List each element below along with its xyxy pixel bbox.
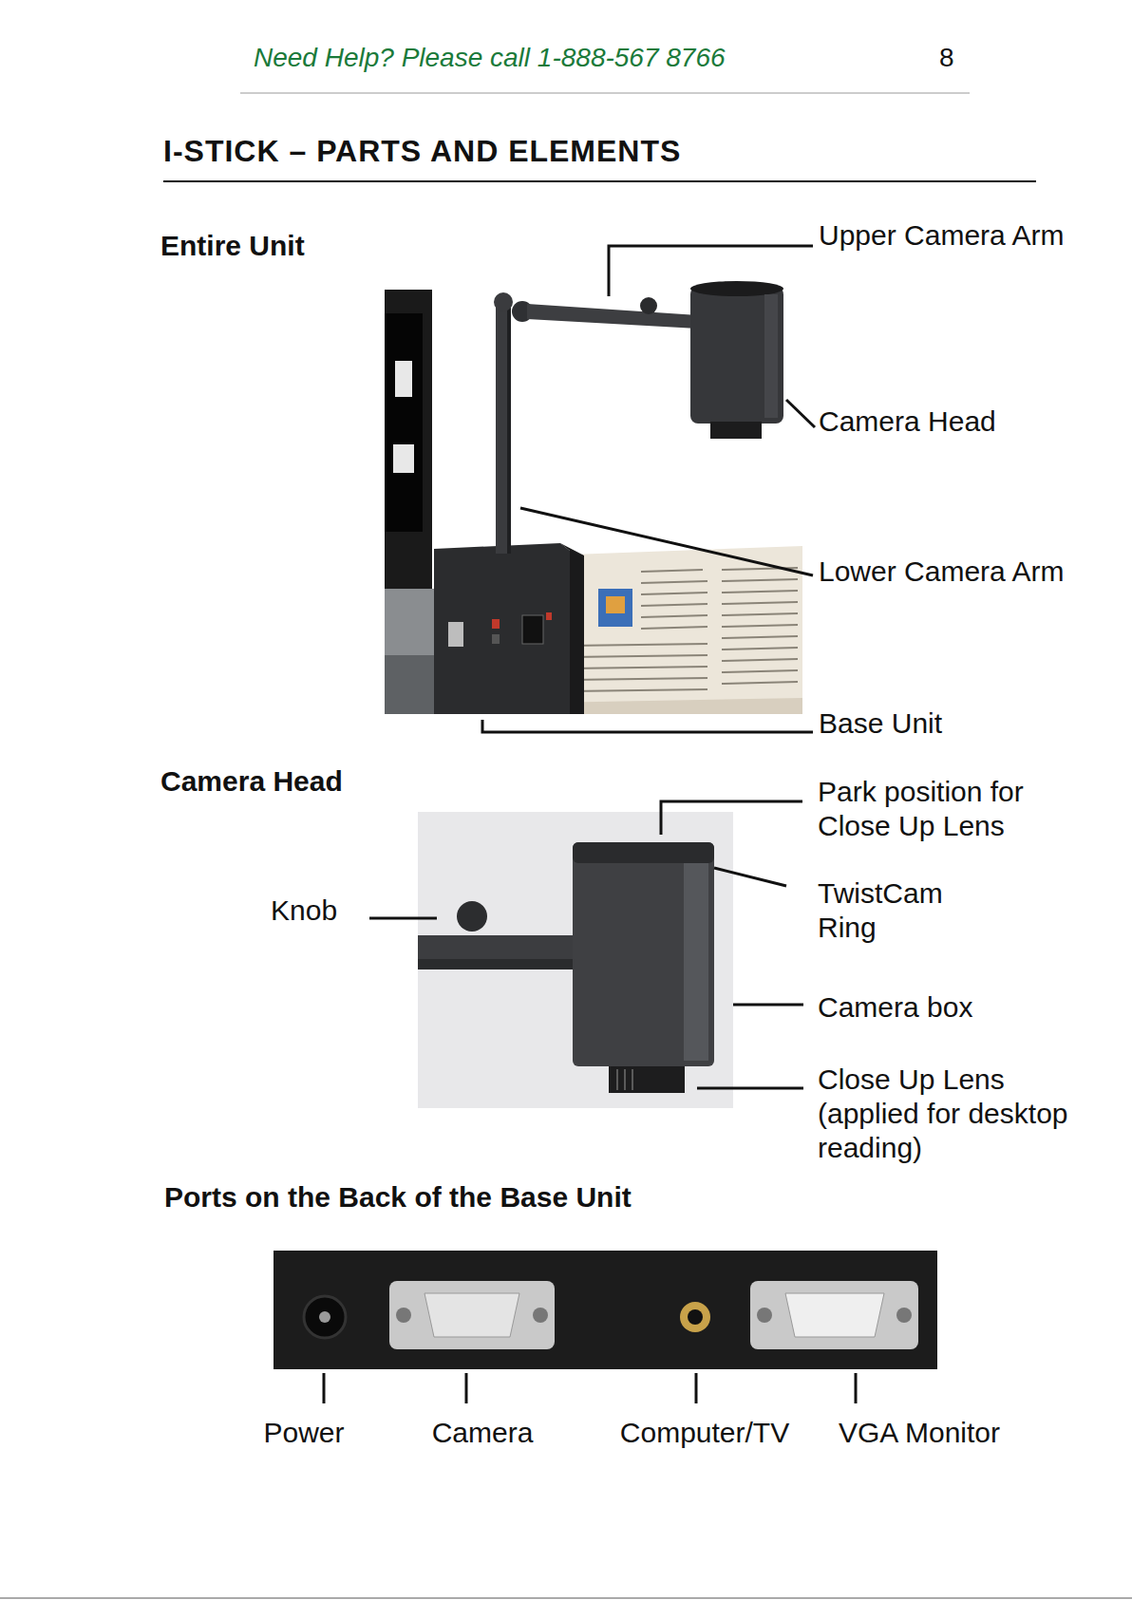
title-rule bbox=[163, 180, 1037, 183]
part-label: Knob bbox=[270, 893, 338, 928]
part-label: TwistCam Ring bbox=[817, 876, 961, 945]
part-label: Park position for Close Up Lens bbox=[817, 774, 1056, 844]
header-rule bbox=[240, 93, 970, 95]
leader-lines bbox=[369, 801, 804, 1089]
part-label: Lower Camera Arm bbox=[818, 554, 1064, 589]
section-heading: Ports on the Back of the Base Unit bbox=[164, 1180, 632, 1215]
leader-lines bbox=[482, 245, 815, 733]
ports-photo bbox=[273, 1250, 938, 1370]
page-number: 8 bbox=[939, 41, 955, 75]
part-label: Base Unit bbox=[818, 706, 943, 741]
section-heading: Camera Head bbox=[160, 764, 343, 799]
footer-rule bbox=[0, 1598, 1132, 1600]
port-label: Power bbox=[263, 1415, 344, 1451]
part-label: Camera box bbox=[817, 990, 973, 1025]
page-title: I-STICK – PARTS AND ELEMENTS bbox=[163, 132, 681, 170]
section-heading: Entire Unit bbox=[160, 228, 305, 264]
part-label: Upper Camera Arm bbox=[818, 218, 1064, 253]
entire-unit-photo bbox=[384, 264, 803, 715]
port-label: Camera bbox=[432, 1415, 534, 1451]
port-label: VGA Monitor bbox=[838, 1415, 1000, 1451]
part-label: Camera Head bbox=[818, 404, 997, 439]
leader-lines bbox=[323, 1373, 856, 1404]
camera-head-photo bbox=[417, 811, 734, 1109]
part-label: Close Up Lens (applied for desktop readi… bbox=[817, 1062, 1094, 1166]
port-label: Computer/TV bbox=[620, 1415, 790, 1451]
help-line: Need Help? Please call 1-888-567 8766 bbox=[253, 41, 726, 75]
